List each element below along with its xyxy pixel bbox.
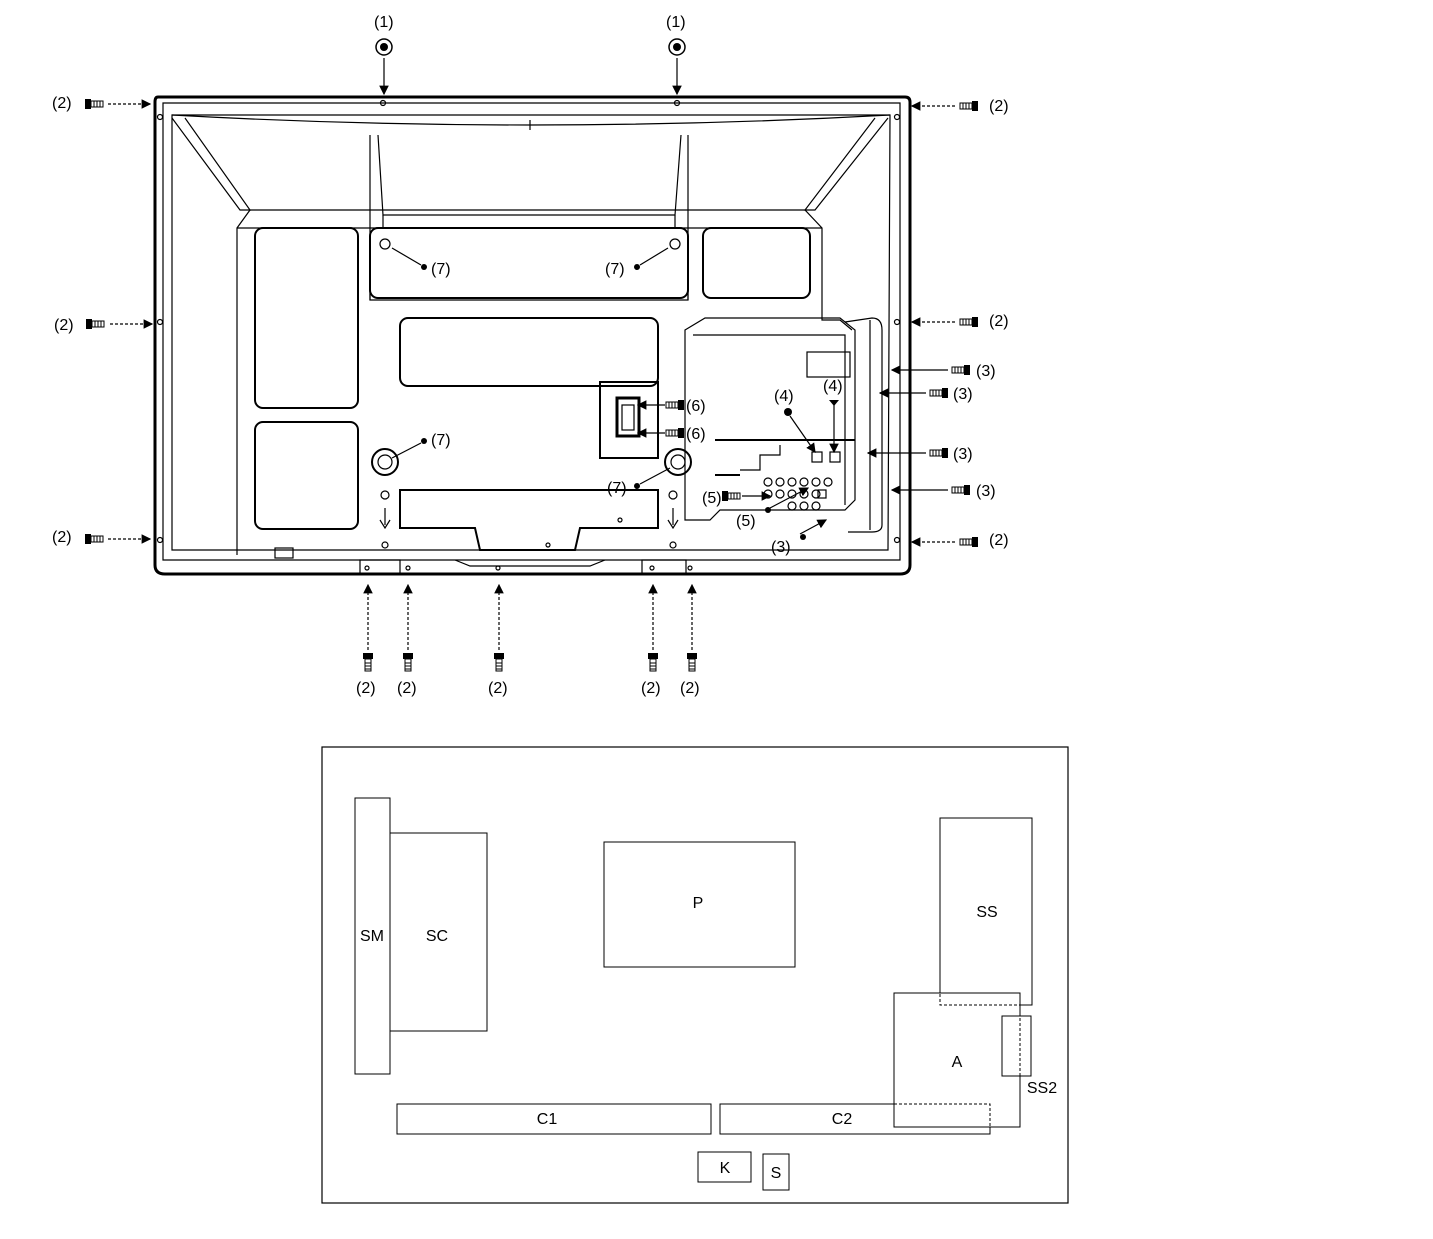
callout-7: (7) xyxy=(431,432,451,449)
callout-2: (2) xyxy=(397,680,417,697)
board-a-label: A xyxy=(952,1054,963,1071)
callout-5: (5) xyxy=(702,490,722,507)
callout-7: (7) xyxy=(431,261,451,278)
screws-1 xyxy=(375,38,686,96)
screw-1-right-icon xyxy=(668,38,686,56)
screw-2-icon xyxy=(959,316,979,328)
callout-3: (3) xyxy=(953,446,973,463)
board-k xyxy=(697,1151,752,1183)
screw-2-icon xyxy=(959,536,979,548)
tv-rear-cabinet xyxy=(153,95,912,576)
callout-3: (3) xyxy=(976,483,996,500)
screw-1-left-icon xyxy=(375,38,393,56)
callout-7: (7) xyxy=(605,261,625,278)
board-layout: SM SC P SS C1 C2 A SS2 K S xyxy=(321,746,1069,1204)
board-s xyxy=(762,1153,790,1191)
callout-2: (2) xyxy=(989,313,1009,330)
callout-1: (1) xyxy=(666,14,686,31)
board-c1 xyxy=(396,1103,712,1135)
board-k-label: K xyxy=(720,1160,731,1177)
screw-2-icon xyxy=(362,652,374,672)
board-sc xyxy=(389,832,488,1032)
board-sm xyxy=(354,797,391,1075)
board-p xyxy=(603,841,796,968)
screw-2-icon xyxy=(84,533,104,545)
callout-3: (3) xyxy=(976,363,996,380)
callout-3: (3) xyxy=(953,386,973,403)
screws-2 xyxy=(84,98,979,672)
callout-6: (6) xyxy=(686,398,706,415)
callout-3: (3) xyxy=(771,539,791,556)
callout-4: (4) xyxy=(774,388,794,405)
board-p-label: P xyxy=(693,895,704,912)
screw-5-icon xyxy=(721,490,741,502)
board-sm-label: SM xyxy=(360,928,384,945)
screws-3 xyxy=(799,364,971,540)
screw-2-icon xyxy=(493,652,505,672)
board-c2-label: C2 xyxy=(832,1111,853,1128)
callout-6: (6) xyxy=(686,426,706,443)
callout-2: (2) xyxy=(52,95,72,112)
callout-1: (1) xyxy=(374,14,394,31)
callout-2: (2) xyxy=(488,680,508,697)
callout-5: (5) xyxy=(736,513,756,530)
callout-2: (2) xyxy=(54,317,74,334)
screw-3-icon xyxy=(951,364,971,376)
callout-4: (4) xyxy=(823,378,843,395)
screw-6-icon xyxy=(665,399,685,411)
board-ss-overlap xyxy=(939,992,1021,1006)
screw-3-icon xyxy=(929,387,949,399)
screw-3-icon xyxy=(929,447,949,459)
screws-7 xyxy=(391,247,671,489)
screw-3-icon xyxy=(951,484,971,496)
screw-2-icon xyxy=(647,652,659,672)
callout-2: (2) xyxy=(356,680,376,697)
screws-4 xyxy=(784,400,841,463)
board-sc-label: SC xyxy=(426,928,448,945)
callout-2: (2) xyxy=(989,98,1009,115)
screws-6 xyxy=(636,399,685,439)
screw-2-icon xyxy=(686,652,698,672)
board-s-label: S xyxy=(771,1165,782,1182)
board-c1-label: C1 xyxy=(537,1111,558,1128)
callout-labels: (1) (1) (2) (2) (2) (2) (2) (2) (2) (2) … xyxy=(52,14,1009,697)
screws-5 xyxy=(721,487,810,513)
board-ss-label: SS xyxy=(976,904,997,921)
screw-2-icon xyxy=(959,100,979,112)
board-ss2-label: SS2 xyxy=(1027,1080,1057,1097)
callout-2: (2) xyxy=(52,529,72,546)
board-ss xyxy=(939,817,1033,1006)
board-ss2 xyxy=(1001,1015,1032,1077)
board-a xyxy=(893,992,1021,1128)
board-c2-overlap xyxy=(894,1103,991,1135)
callout-2: (2) xyxy=(680,680,700,697)
callout-2: (2) xyxy=(641,680,661,697)
screw-2-icon xyxy=(402,652,414,672)
screw-6-icon xyxy=(665,427,685,439)
screw-2-icon xyxy=(85,318,105,330)
callout-7: (7) xyxy=(607,480,627,497)
callout-2: (2) xyxy=(989,532,1009,549)
screw-2-icon xyxy=(84,98,104,110)
